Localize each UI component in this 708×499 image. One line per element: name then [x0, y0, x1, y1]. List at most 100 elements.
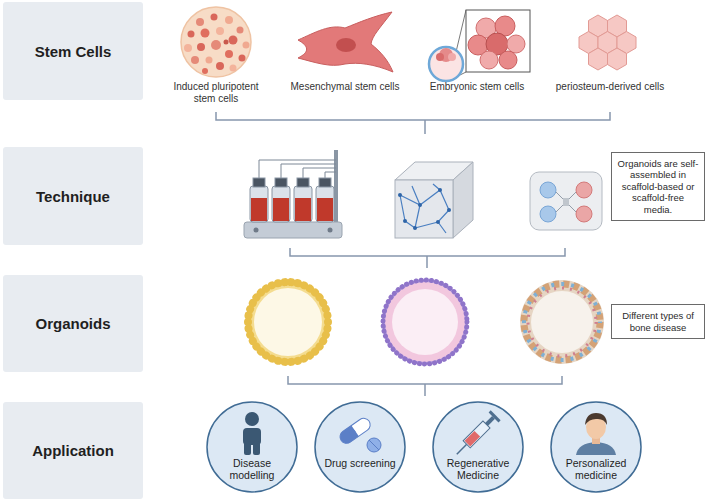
organoid-illustration	[383, 280, 467, 364]
syringe-icon	[465, 431, 481, 447]
ipsc-illustration	[216, 27, 224, 35]
circle-outline	[433, 402, 523, 492]
bioreactor-illustration	[251, 198, 267, 221]
esc-illustration	[507, 35, 525, 53]
ipsc-illustration	[229, 36, 238, 45]
ipsc-illustration	[239, 55, 246, 62]
bioreactor-illustration	[273, 198, 289, 221]
ipsc-illustration	[211, 14, 218, 21]
ipsc-illustration	[202, 68, 208, 74]
esc-illustration	[456, 10, 466, 52]
organoid-illustration	[531, 291, 593, 353]
organoid-illustration	[520, 280, 604, 364]
bioreactor-illustration	[244, 222, 342, 238]
application-circle: Drug screening	[314, 401, 406, 493]
ipsc-illustration	[225, 50, 233, 58]
organ-chip-illustration	[576, 182, 592, 198]
note-box: Organoids are self-assembled in scaffold…	[611, 152, 705, 221]
syringe-icon	[485, 416, 495, 426]
ipsc-illustration	[211, 40, 221, 50]
bioreactor-illustration	[250, 186, 268, 222]
cell-type-label: Mesenchymal stem cells	[283, 81, 407, 93]
person-face-icon	[585, 413, 607, 425]
bioreactor-illustration	[294, 186, 312, 222]
periosteum-illustration	[608, 48, 627, 70]
bracket	[216, 112, 610, 396]
bioreactor-illustration	[272, 186, 290, 222]
esc-illustration	[436, 53, 444, 61]
note-text: Different types of bone disease	[617, 310, 699, 333]
scaffold-cube-illustration	[403, 219, 407, 223]
organ-chip-illustration	[530, 172, 602, 230]
organoid-illustration	[254, 288, 322, 356]
bioreactor-illustration	[316, 186, 334, 222]
bioreactor-illustration	[254, 228, 259, 233]
circle-outline	[315, 402, 405, 492]
syringe-icon	[457, 444, 467, 454]
row-title: Organoids	[35, 315, 110, 332]
ipsc-illustration	[188, 31, 195, 38]
scaffold-cube-illustration	[398, 193, 402, 197]
application-circle: Personalized medicine	[550, 401, 642, 493]
bioreactor-illustration	[275, 178, 287, 187]
organoid-illustration	[246, 280, 330, 364]
ipsc-illustration	[216, 62, 224, 70]
bioreactor-illustration	[317, 198, 333, 221]
row-band: Organoids	[3, 275, 143, 372]
ipsc-illustration	[237, 27, 244, 34]
scaffold-cube-illustration	[418, 203, 422, 207]
organoid-illustration	[248, 282, 328, 362]
ipsc-illustration	[184, 44, 192, 52]
application-label: Regenerative Medicine	[440, 457, 516, 481]
scaffold-cube-illustration	[447, 208, 451, 212]
esc-illustration	[499, 51, 517, 69]
bioreactor-illustration	[319, 178, 331, 187]
organoid-illustration	[524, 284, 600, 360]
organoid-illustration	[385, 282, 465, 362]
bioreactor-illustration	[259, 160, 336, 178]
scaffold-cube-illustration	[438, 188, 442, 192]
scaffold-cube-illustration	[395, 162, 473, 238]
organoid-illustration	[382, 279, 468, 365]
ipsc-illustration	[201, 29, 210, 38]
periosteum-illustration	[589, 48, 608, 70]
syringe-icon	[489, 410, 501, 422]
circle-outline	[551, 402, 641, 492]
esc-illustration	[480, 51, 498, 69]
organ-chip-illustration	[530, 172, 602, 230]
pills-icon	[346, 426, 358, 440]
person-icon	[245, 412, 259, 426]
row-band: Application	[3, 402, 143, 499]
bracket	[288, 376, 562, 396]
scaffold-cube-illustration	[453, 162, 473, 238]
ipsc-illustration	[181, 7, 251, 77]
ipsc-illustration	[206, 57, 213, 64]
bioreactor-illustration	[250, 178, 334, 222]
syringe-icon	[463, 421, 490, 448]
bioreactor-illustration	[334, 150, 338, 224]
application-label: Drug screening	[322, 457, 398, 469]
pills-icon	[337, 426, 358, 446]
periosteum-illustration	[579, 15, 636, 70]
row-title: Technique	[36, 188, 110, 205]
bracket	[216, 112, 610, 134]
person-icon	[253, 441, 260, 455]
bioreactor-illustration	[244, 150, 342, 238]
person-icon	[244, 441, 251, 455]
ipsc-illustration	[230, 65, 237, 72]
esc-illustration	[448, 53, 456, 61]
organoid-illustration	[382, 279, 468, 365]
scaffold-cube-illustration	[400, 184, 449, 233]
bioreactor-illustration	[253, 178, 265, 187]
bioreactor-illustration	[297, 178, 309, 187]
circle-outline	[207, 402, 297, 492]
organoid-illustration	[392, 289, 458, 355]
bracket	[290, 248, 565, 268]
bioreactor-illustration	[328, 228, 333, 233]
ipsc-illustration	[191, 56, 199, 64]
organoid-illustration	[528, 288, 596, 356]
ipsc-illustration	[224, 40, 229, 45]
ipsc-illustration	[181, 7, 251, 77]
row-band: Technique	[3, 147, 143, 245]
